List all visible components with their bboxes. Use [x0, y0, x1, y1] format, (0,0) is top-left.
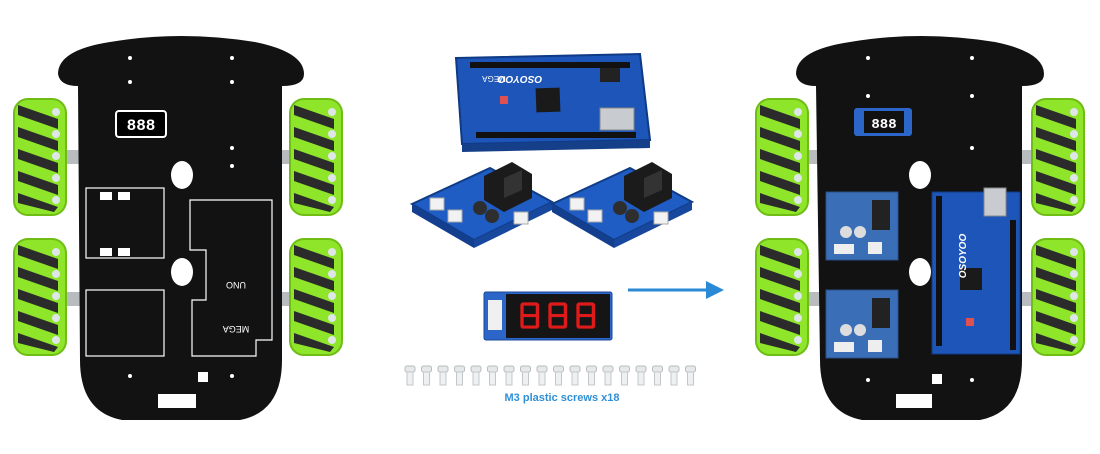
assembly-arrow — [628, 281, 724, 299]
screw-icon — [652, 365, 663, 386]
left-board-outline — [189, 199, 273, 357]
board-model: MEGA — [482, 74, 506, 83]
silk-k2-box — [100, 192, 112, 200]
wheel-left-front-l — [13, 98, 67, 216]
silk-k1-box — [118, 192, 130, 200]
board-brand: OSOYOO — [498, 73, 543, 84]
motor-driver-1 — [411, 161, 553, 249]
wheel-right-rear-l — [755, 238, 809, 356]
right-display-digits: 888 — [871, 117, 896, 133]
screws-caption: M3 plastic screws x18 — [504, 392, 620, 404]
right-led-display: 888 — [854, 108, 912, 136]
silk-k4-box — [100, 248, 112, 256]
screw-icon — [553, 365, 564, 386]
screw-icon — [685, 365, 696, 386]
left-driver-outline-1 — [85, 187, 165, 259]
screw-icon — [520, 365, 531, 386]
right-mega-board: OSOYOO — [931, 187, 1021, 355]
wheel-left-front-r — [289, 98, 343, 216]
right-driver-2 — [825, 289, 899, 359]
screw-icon — [668, 365, 680, 386]
right-chassis: 888 OSOYOO — [755, 36, 1085, 420]
screw-icon — [404, 365, 416, 386]
right-driver-1 — [825, 191, 899, 261]
screw-icon — [586, 365, 597, 386]
mega-board: OSOYOO MEGA — [454, 52, 652, 152]
left-display-digits: 888 — [127, 117, 156, 135]
wheel-left-rear-r — [289, 238, 343, 356]
left-led-display: 888 — [115, 110, 167, 138]
screw-icon — [454, 365, 465, 386]
left-wire-hole-bottom — [171, 258, 193, 286]
screw-icon — [487, 365, 498, 386]
wheel-left-rear-l — [13, 238, 67, 356]
left-chassis-plate — [58, 36, 304, 420]
right-wire-hole-top — [909, 161, 931, 189]
right-board-brand: OSOYOO — [958, 234, 969, 279]
left-driver-outline-2 — [85, 289, 165, 357]
screw-icon — [470, 365, 482, 386]
arrow-head-icon — [706, 281, 724, 299]
screw-icon — [536, 365, 548, 386]
screw-icon — [437, 365, 449, 386]
right-wire-hole-bottom — [909, 258, 931, 286]
screw-icon — [569, 365, 581, 386]
left-wire-hole-top — [171, 161, 193, 189]
wheel-right-front-l — [755, 98, 809, 216]
screw-icon — [602, 365, 614, 386]
screw-icon — [421, 365, 432, 386]
led-display-module: 888 — [483, 291, 613, 341]
silk-k3-box — [118, 248, 130, 256]
screw-row — [404, 365, 696, 386]
screw-icon — [503, 365, 515, 386]
wheel-right-front-r — [1031, 98, 1085, 216]
silk-mega: MEGA — [223, 324, 250, 334]
wheel-right-rear-r — [1031, 238, 1085, 356]
left-chassis: 888 UNO MEGA — [13, 36, 343, 420]
screw-icon — [619, 365, 630, 386]
silk-uno: UNO — [226, 280, 246, 290]
motor-driver-2 — [551, 161, 693, 249]
screw-icon — [635, 365, 647, 386]
